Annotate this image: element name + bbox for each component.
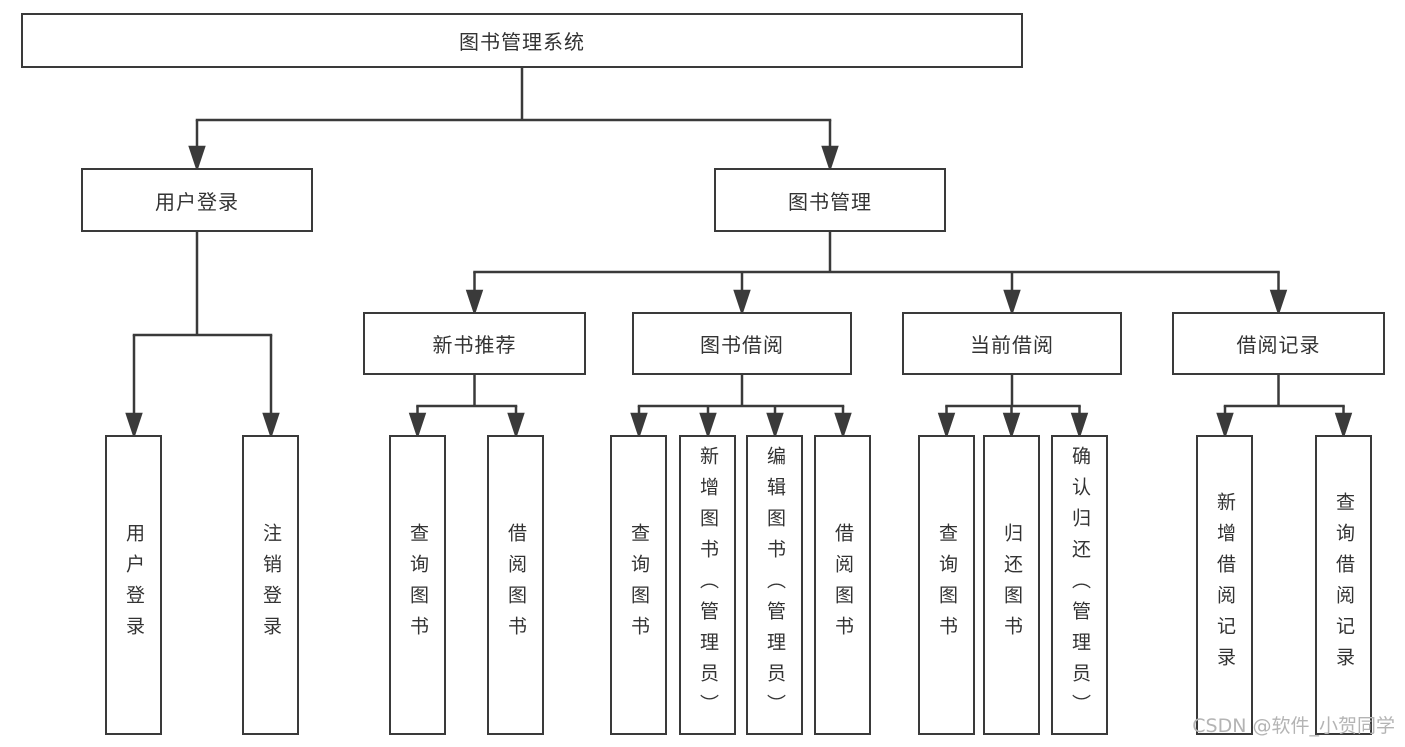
leaf-query-books: 查询图书 <box>610 435 667 735</box>
node-new-book-recommendation: 新书推荐 <box>363 312 586 375</box>
leaf-query-books: 查询图书 <box>918 435 975 735</box>
node-current-borrowing: 当前借阅 <box>902 312 1122 375</box>
leaf-confirm-return-admin: 确认归还（管理员） <box>1051 435 1108 735</box>
leaf-return-books: 归还图书 <box>983 435 1040 735</box>
leaf-borrow-books: 借阅图书 <box>814 435 871 735</box>
leaf-logout: 注销登录 <box>242 435 299 735</box>
node-borrowing-records: 借阅记录 <box>1172 312 1385 375</box>
leaf-edit-books-admin: 编辑图书（管理员） <box>746 435 803 735</box>
leaf-query-borrow-record: 查询借阅记录 <box>1315 435 1372 735</box>
csdn-watermark: CSDN @软件_小贺同学 <box>1192 715 1395 737</box>
leaf-query-books: 查询图书 <box>389 435 446 735</box>
leaf-add-borrow-record: 新增借阅记录 <box>1196 435 1253 735</box>
node-book-management: 图书管理 <box>714 168 946 232</box>
node-user-login: 用户登录 <box>81 168 313 232</box>
node-book-borrowing: 图书借阅 <box>632 312 852 375</box>
leaf-add-books-admin: 新增图书（管理员） <box>679 435 736 735</box>
leaf-borrow-books: 借阅图书 <box>487 435 544 735</box>
node-library-management-system: 图书管理系统 <box>21 13 1023 68</box>
leaf-user-login: 用户登录 <box>105 435 162 735</box>
